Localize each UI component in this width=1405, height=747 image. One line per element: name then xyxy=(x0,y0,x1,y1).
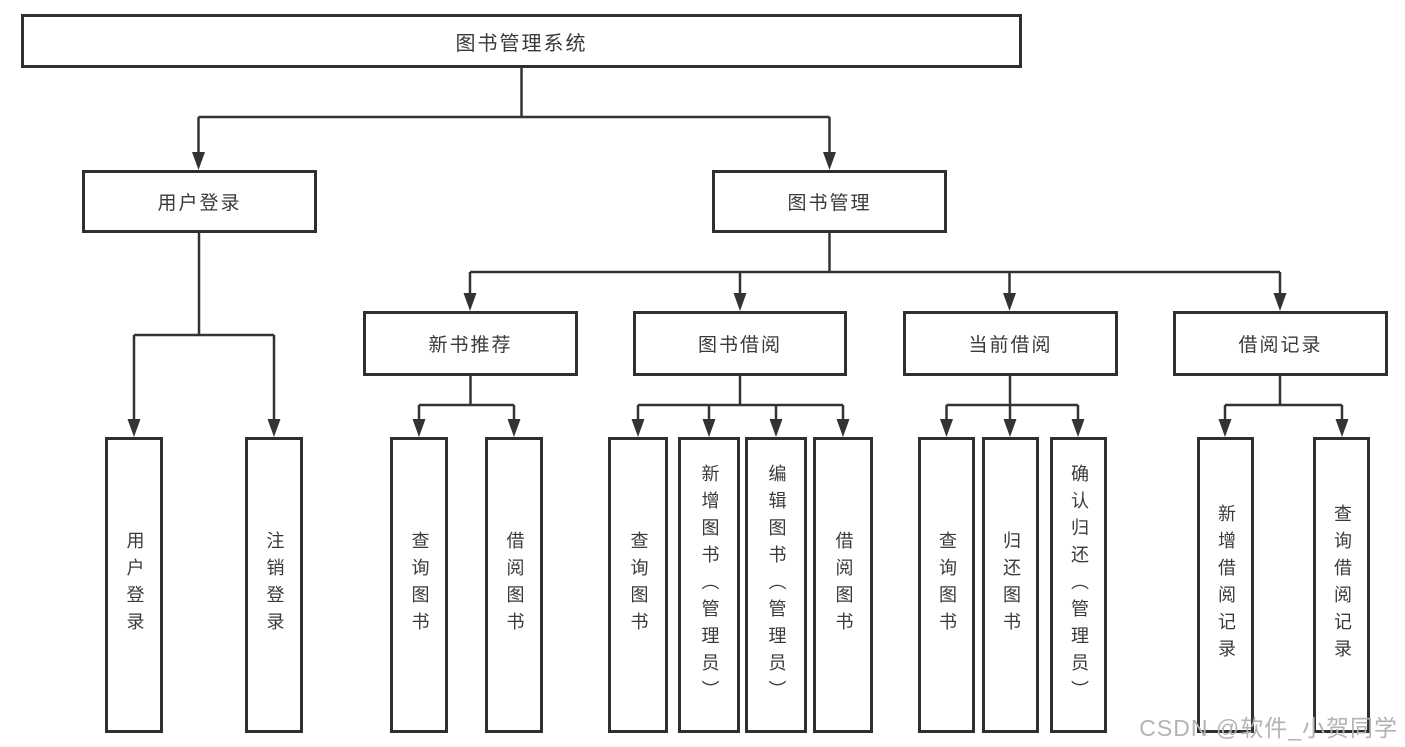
node-current-borrowing: 当前借阅 xyxy=(903,311,1118,376)
node-user-login: 用户登录 xyxy=(82,170,317,233)
connector-book-mgmt-to-level3 xyxy=(468,233,1282,295)
connector-root-to-level2 xyxy=(197,68,831,154)
node-borrowing-records: 借阅记录 xyxy=(1173,311,1388,376)
arrowheads xyxy=(127,152,1349,437)
leaf-return-book: 归还图书 xyxy=(982,437,1039,733)
leaf-add-borrow-record: 新增借阅记录 xyxy=(1197,437,1254,733)
leaf-borrow-books-1: 借阅图书 xyxy=(485,437,543,733)
leaf-edit-book-admin: 编辑图书（管理员） xyxy=(745,437,807,733)
connector-book-borrow-to-leaves xyxy=(636,376,845,421)
connector-new-book-to-leaves xyxy=(417,376,516,421)
leaf-query-books-3: 查询图书 xyxy=(918,437,975,733)
csdn-watermark: CSDN @软件_小贺同学 xyxy=(1139,715,1398,741)
connector-current-borrow-to-leaves xyxy=(945,376,1080,421)
node-book-borrowing: 图书借阅 xyxy=(633,311,847,376)
leaf-user-login: 用户登录 xyxy=(105,437,163,733)
leaf-borrow-books-2: 借阅图书 xyxy=(813,437,873,733)
node-system-root: 图书管理系统 xyxy=(21,14,1022,68)
node-new-book-recommend: 新书推荐 xyxy=(363,311,578,376)
leaf-query-borrow-record: 查询借阅记录 xyxy=(1313,437,1370,733)
leaf-query-books-2: 查询图书 xyxy=(608,437,668,733)
leaf-query-books-1: 查询图书 xyxy=(390,437,448,733)
leaf-logout: 注销登录 xyxy=(245,437,303,733)
connector-user-login-to-leaves xyxy=(132,233,276,421)
node-book-management: 图书管理 xyxy=(712,170,947,233)
leaf-confirm-return-admin: 确认归还（管理员） xyxy=(1050,437,1107,733)
connector-borrow-record-to-leaves xyxy=(1223,376,1344,421)
leaf-add-book-admin: 新增图书（管理员） xyxy=(678,437,740,733)
